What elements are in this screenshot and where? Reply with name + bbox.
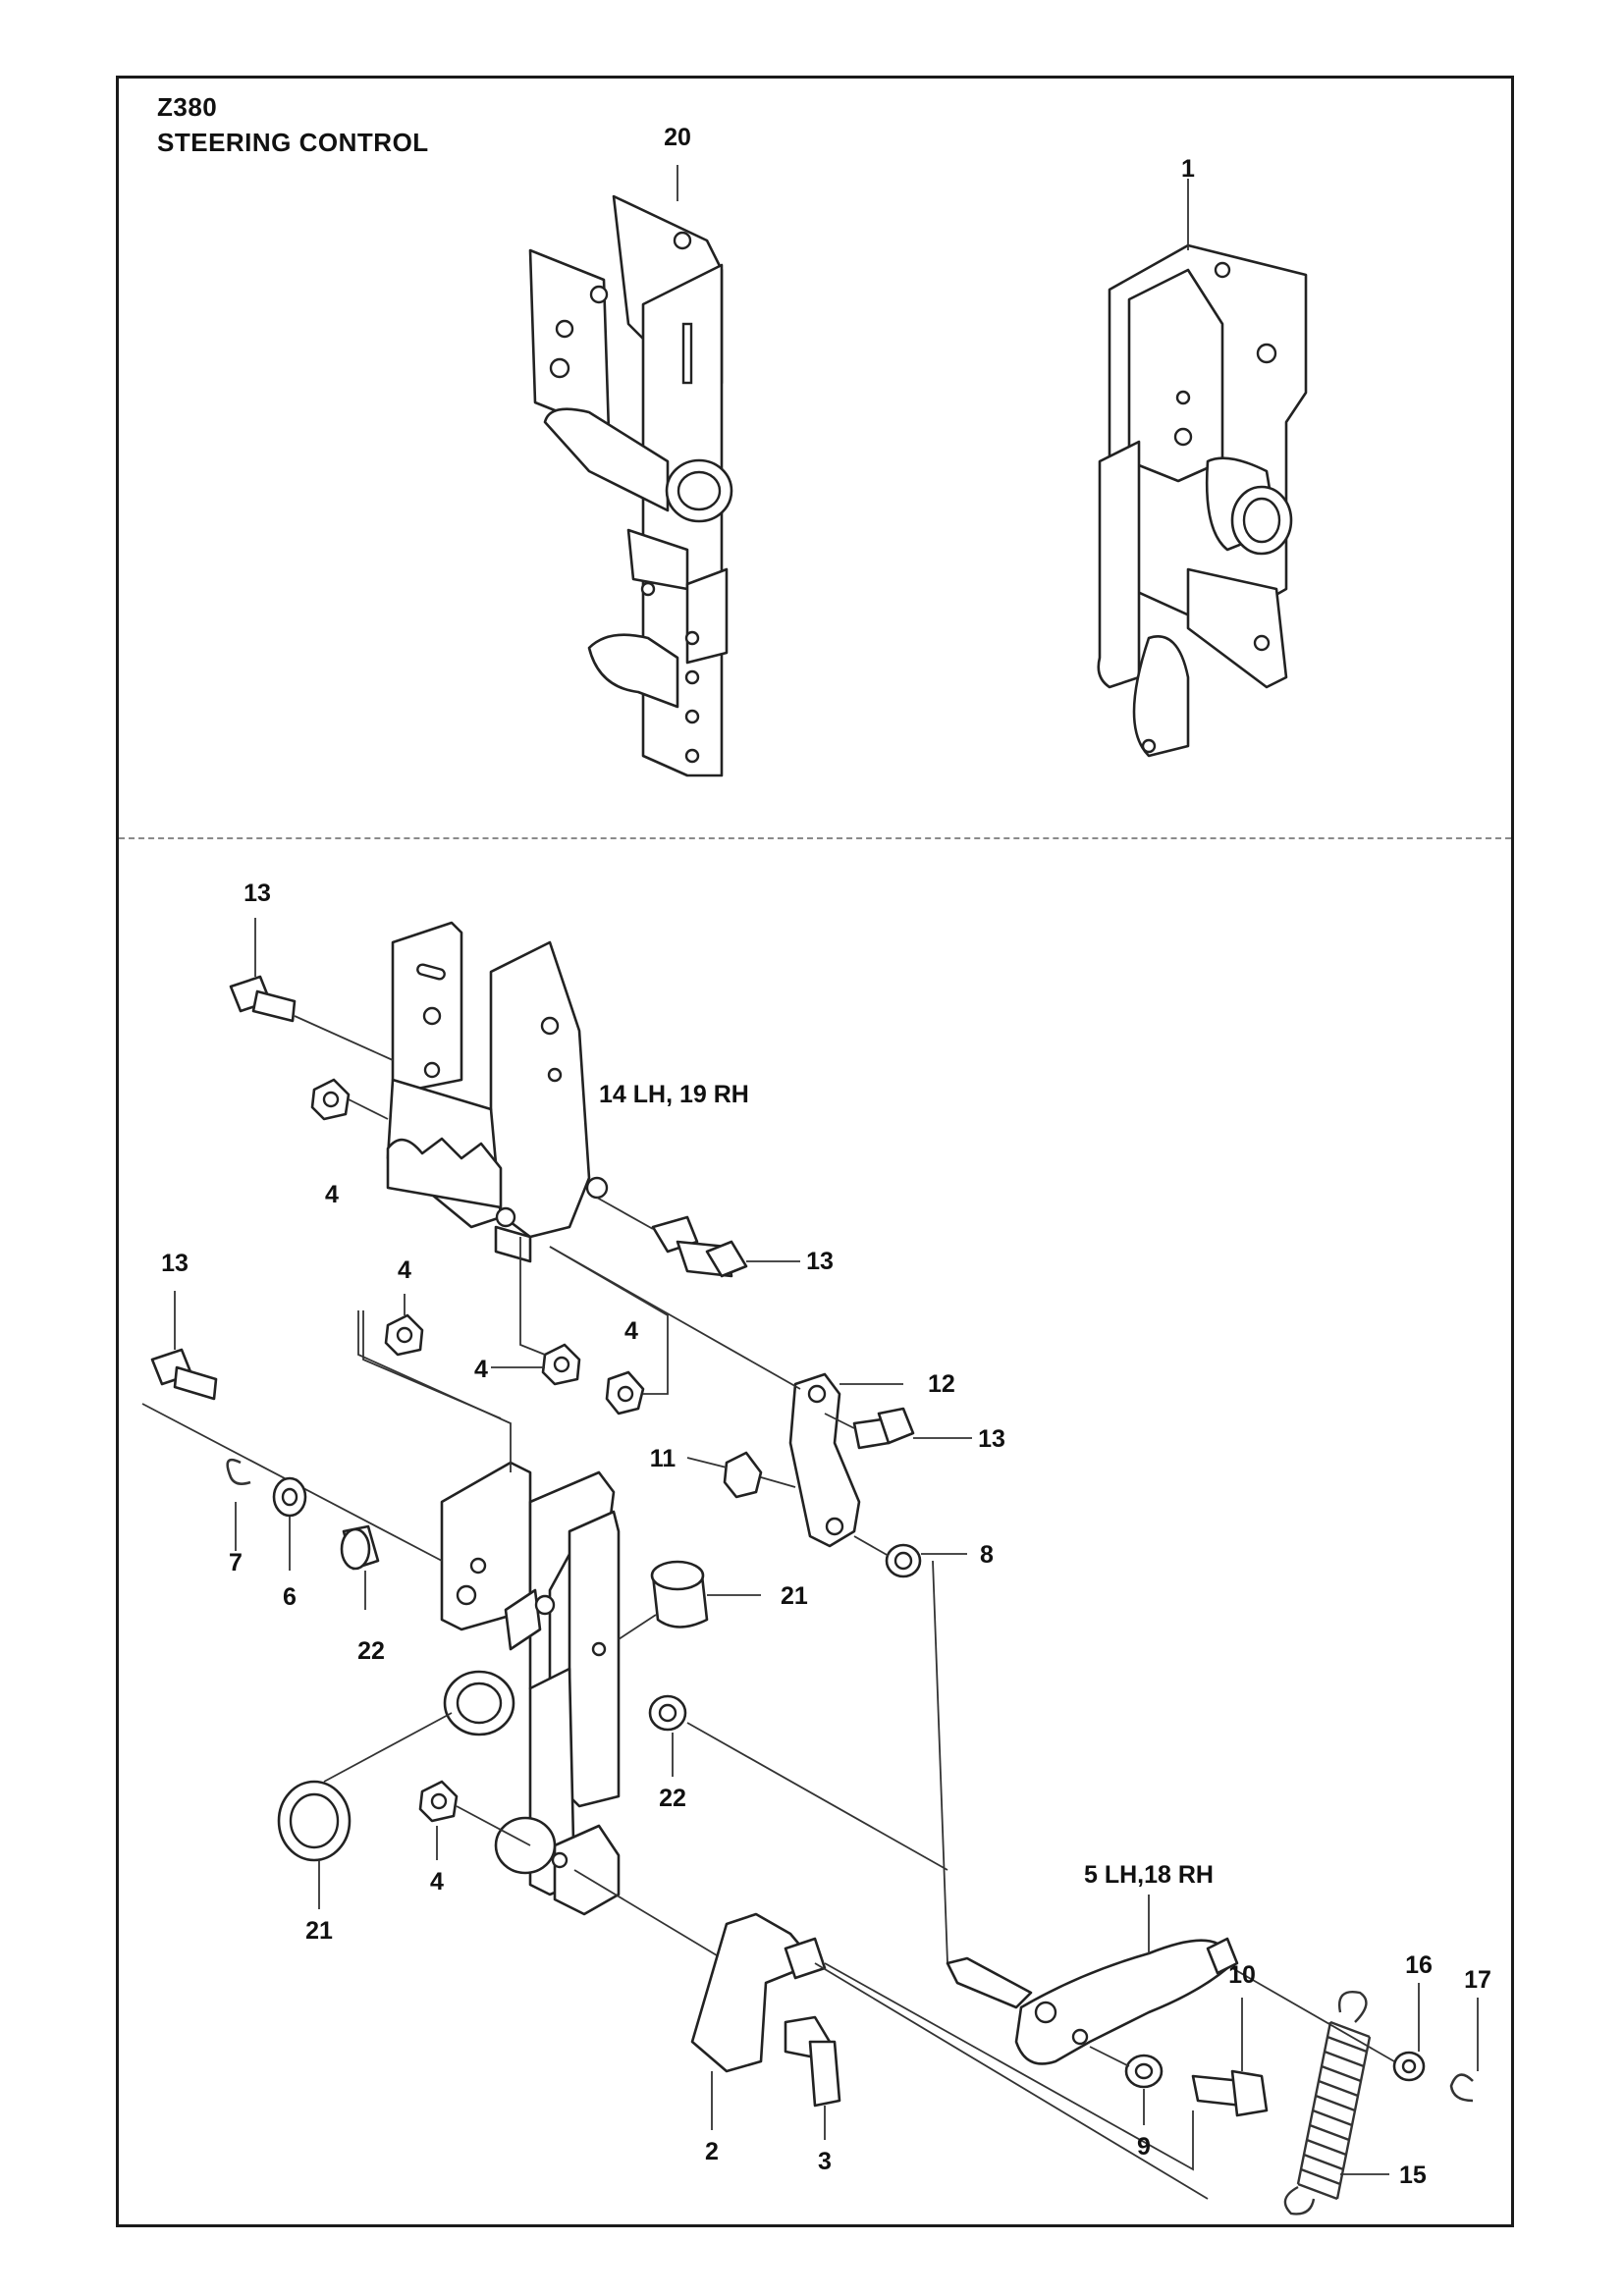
part-4-nut-a xyxy=(310,1078,389,1121)
part-lower-bracket xyxy=(141,1310,621,1916)
part-8-washer xyxy=(853,1535,967,1964)
part-13-bolt-b xyxy=(596,1197,800,1278)
callout-21-b: 21 xyxy=(305,1917,333,1945)
part-10-bolt xyxy=(1191,1998,1269,2117)
part-21-bushing-a xyxy=(618,1560,761,1640)
part-13-bolt-d xyxy=(824,1407,972,1450)
part-21-bushing-b xyxy=(277,1712,453,1909)
part-12-link-arm xyxy=(549,1246,903,1548)
callout-8: 8 xyxy=(980,1541,994,1569)
callout-1: 1 xyxy=(1181,155,1195,183)
callout-2: 2 xyxy=(705,2138,719,2165)
part-1-bracket xyxy=(1097,179,1308,758)
callout-10: 10 xyxy=(1228,1961,1256,1989)
callout-5-lh-18-rh: 5 LH,18 RH xyxy=(1084,1861,1214,1889)
callout-6: 6 xyxy=(283,1583,297,1611)
part-22-bushing-b xyxy=(648,1694,948,1871)
section-title: STEERING CONTROL xyxy=(157,128,429,157)
model-title: Z380 xyxy=(157,92,218,122)
callout-22-a: 22 xyxy=(357,1637,385,1665)
part-11-bushing xyxy=(686,1451,796,1499)
callout-4-c: 4 xyxy=(474,1356,488,1383)
callout-20: 20 xyxy=(664,124,691,151)
part-6-washer xyxy=(272,1476,307,1571)
callout-13-d: 13 xyxy=(978,1425,1005,1453)
section-divider xyxy=(119,837,1511,839)
callout-13-a: 13 xyxy=(244,880,271,907)
callout-4-a: 4 xyxy=(325,1181,339,1208)
callout-9: 9 xyxy=(1137,2133,1151,2161)
part-15-spring xyxy=(1283,1991,1389,2216)
part-13-bolt-a xyxy=(229,918,394,1061)
diagram-frame xyxy=(116,76,1514,2227)
part-5-lever xyxy=(946,1895,1395,2065)
part-22-bushing-a xyxy=(340,1524,380,1610)
callout-22-b: 22 xyxy=(659,1785,686,1812)
callout-11: 11 xyxy=(650,1445,677,1472)
callout-4-b: 4 xyxy=(398,1256,411,1284)
callout-14-lh-19-rh: 14 LH, 19 RH xyxy=(599,1081,749,1108)
part-20-bracket xyxy=(528,165,733,777)
callout-4-d: 4 xyxy=(624,1317,638,1345)
part-3-bolt xyxy=(784,1962,1194,2171)
part-9-washer xyxy=(1089,2046,1164,2125)
part-14-lever-plate xyxy=(386,921,609,1263)
callout-15: 15 xyxy=(1399,2162,1427,2189)
callout-4-e: 4 xyxy=(430,1868,444,1896)
part-13-bolt-c xyxy=(150,1291,218,1401)
callout-7: 7 xyxy=(229,1549,243,1576)
callout-16: 16 xyxy=(1405,1951,1433,1979)
callout-3: 3 xyxy=(818,2148,832,2175)
callout-17: 17 xyxy=(1464,1966,1491,1994)
callout-21-a: 21 xyxy=(781,1582,808,1610)
callout-13-c: 13 xyxy=(161,1250,189,1277)
part-2-bracket xyxy=(690,1912,1209,2200)
part-17-clip xyxy=(1449,1998,1479,2103)
part-7-clip xyxy=(226,1458,251,1551)
callout-13-b: 13 xyxy=(806,1248,834,1275)
callout-12: 12 xyxy=(928,1370,955,1398)
part-16-washer xyxy=(1392,1983,1426,2082)
